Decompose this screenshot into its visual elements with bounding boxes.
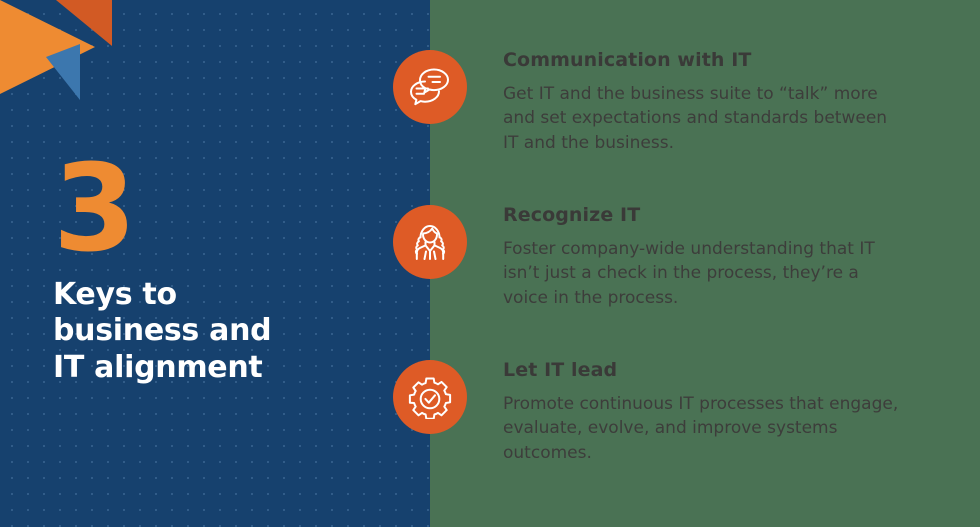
key-item-recognize: Recognize IT Foster company-wide underst… — [393, 203, 980, 310]
key-body: Foster company-wide understanding that I… — [503, 239, 875, 308]
key-text-recognize: Recognize IT Foster company-wide underst… — [467, 203, 980, 310]
speech-bubbles-icon — [410, 68, 449, 106]
gear-check-icon-badge — [393, 360, 467, 434]
gear-check-icon — [408, 377, 452, 419]
business-person-icon — [414, 225, 446, 260]
business-person-icon-badge — [393, 205, 467, 279]
page-title: Keys to business and IT alignment — [53, 276, 272, 385]
keys-list: Communication with IT Get IT and the bus… — [393, 0, 980, 527]
key-title: Recognize IT — [503, 204, 641, 226]
key-count-number: 3 — [53, 140, 137, 279]
key-item-lead: Let IT lead Promote continuous IT proces… — [393, 358, 980, 465]
key-body: Get IT and the business suite to “talk” … — [503, 84, 888, 153]
key-body: Promote continuous IT processes that eng… — [503, 394, 899, 463]
key-item-communication: Communication with IT Get IT and the bus… — [393, 48, 980, 155]
key-title: Let IT lead — [503, 359, 618, 381]
key-text-communication: Communication with IT Get IT and the bus… — [467, 48, 980, 155]
key-text-lead: Let IT lead Promote continuous IT proces… — [467, 358, 980, 465]
key-title: Communication with IT — [503, 49, 752, 71]
speech-bubbles-icon-badge — [393, 50, 467, 124]
headline-block: 3 Keys to business and IT alignment — [53, 140, 353, 387]
